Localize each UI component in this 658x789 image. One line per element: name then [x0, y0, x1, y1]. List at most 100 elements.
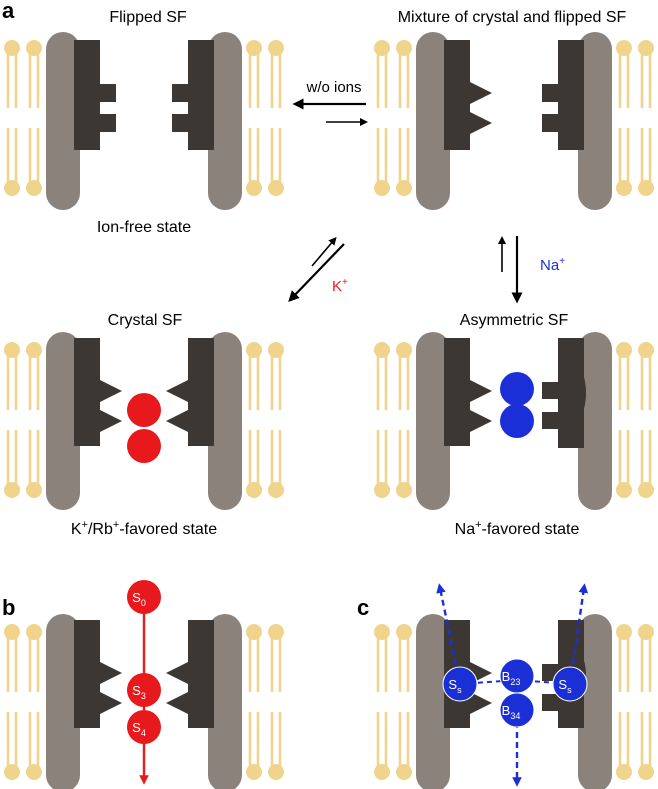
panel-letter-a: a [2, 0, 15, 23]
lipid-bilayer-right [614, 622, 656, 782]
pore-helix-right [558, 40, 584, 150]
k-ion-upper [127, 393, 161, 427]
asymmetric-sf-title: Asymmetric SF [460, 312, 569, 329]
na-ion-b34 [499, 692, 535, 728]
panel-letter-c: c [357, 595, 369, 620]
ion-free-state-label: Ion-free state [97, 219, 191, 236]
panel-letter-b: b [2, 595, 15, 620]
outer-helix-right [578, 614, 612, 789]
k-ion-lower [127, 429, 161, 463]
pore-helix-left [74, 40, 100, 150]
dashed-path-right-up [568, 583, 589, 685]
pore-helix-left [444, 338, 470, 446]
na-favored-state-label: Na+-favored state [455, 519, 580, 538]
outer-helix-left [46, 32, 80, 210]
flipped-carbonyl-right-upper [542, 84, 558, 102]
arrow-to-crystal [288, 243, 345, 302]
pore-helix-right [188, 40, 214, 150]
outer-helix-left [416, 32, 450, 210]
na-ion-upper [500, 372, 534, 406]
lipid-bilayer-left [372, 38, 414, 198]
site-b23-label: B23 [502, 669, 521, 687]
flipped-carbonyl-right-upper [542, 664, 558, 681]
flipped-carbonyl-right-lower [542, 412, 558, 429]
site-b23: B23 [499, 658, 535, 694]
pore-helix-right [188, 620, 214, 728]
outer-helix-right [578, 332, 612, 510]
dashed-path-left-up [436, 583, 462, 685]
k-ion-s3 [127, 673, 161, 707]
site-ss-right-label: Ss [558, 677, 572, 695]
lipid-bilayer-left [372, 340, 414, 500]
site-s4: S4 [127, 710, 161, 744]
na-transition: Na+ [498, 236, 565, 304]
without-ions-transition: w/o ions [292, 79, 368, 126]
crystal-carbonyl-left-upper [470, 380, 492, 402]
k-rb-favored-state-label: K+/Rb+-favored state [71, 519, 217, 538]
site-s3-label: S3 [132, 683, 146, 701]
site-b34-label: B34 [502, 703, 521, 721]
crystal-carbonyl-right-lower [166, 692, 188, 714]
crystal-carbonyl-left-lower [470, 112, 492, 134]
outer-helix-left [46, 614, 80, 789]
pore-helix-left [444, 40, 470, 150]
crystal-carbonyl-right-upper [166, 380, 188, 402]
outer-helix-right [578, 32, 612, 210]
crystal-sf-diagram: Crystal SF K+/Rb+-favored state [2, 312, 286, 538]
flipped-carbonyl-right-lower [172, 114, 188, 132]
pore-helix-left [74, 338, 100, 446]
na-ion-label: Na+ [540, 256, 565, 274]
crystal-carbonyl-left-lower [100, 410, 122, 432]
site-s0: S0 [127, 580, 161, 614]
crystal-carbonyl-left-lower [100, 692, 122, 714]
mixture-sf-diagram: Mixture of crystal and flipped SF [372, 9, 656, 210]
lipid-bilayer-left [372, 622, 414, 782]
lipid-bilayer-right [244, 38, 286, 198]
site-ss-right: Ss [552, 666, 588, 702]
arrow-to-ion-free [311, 236, 337, 267]
lipid-bilayer-right [244, 340, 286, 500]
flipped-carbonyl-left-lower [100, 114, 116, 132]
outer-helix-right [208, 332, 242, 510]
lipid-bilayer-right [614, 340, 656, 500]
na-ion-ss-right [552, 666, 588, 702]
asymmetric-sf-diagram: Asymmetric SF Na+-favored state [372, 312, 656, 538]
crystal-carbonyl-left-lower [470, 410, 492, 432]
k-ion-s0 [127, 580, 161, 614]
crystal-carbonyl-right-lower [166, 410, 188, 432]
na-ion-lower [500, 404, 534, 438]
crystal-sf-title: Crystal SF [108, 312, 183, 329]
k-ion-label: K+ [332, 277, 348, 295]
lipid-bilayer-left [2, 622, 44, 782]
crystal-carbonyl-left-lower [470, 692, 492, 714]
crystal-carbonyl-right-upper [166, 662, 188, 684]
pore-helix-left [74, 620, 100, 728]
site-ss-left: Ss [442, 666, 478, 702]
site-ss-left-label: Ss [448, 677, 462, 695]
site-s3: S3 [127, 673, 161, 707]
k-transition: K+ [288, 236, 348, 302]
crystal-carbonyl-left-upper [470, 82, 492, 104]
flipped-carbonyl-right-upper [542, 382, 558, 399]
panel-b-diagram: S0 S3 S4 [2, 580, 286, 789]
flipped-carbonyl-right-lower [542, 694, 558, 711]
outer-helix-left [46, 332, 80, 510]
flipped-carbonyl-right-lower [542, 114, 558, 132]
crystal-carbonyl-left-upper [100, 380, 122, 402]
lipid-bilayer-left [2, 340, 44, 500]
crystal-carbonyl-left-upper [100, 662, 122, 684]
site-b34: B34 [499, 692, 535, 728]
site-s0-label: S0 [132, 590, 146, 608]
na-ion-ss-left [442, 666, 478, 702]
panel-c-diagram: Ss B23 Ss B34 [372, 583, 656, 789]
site-s4-label: S4 [132, 720, 146, 738]
lipid-bilayer-left [2, 38, 44, 198]
flipped-carbonyl-right-upper [172, 84, 188, 102]
pore-helix-right [188, 338, 214, 446]
lipid-bilayer-right [244, 622, 286, 782]
flipped-carbonyl-left-upper [100, 84, 116, 102]
flipped-sf-diagram: Flipped SF Ion-free state [2, 9, 286, 236]
outer-helix-left [416, 332, 450, 510]
dome-shape [560, 342, 586, 444]
